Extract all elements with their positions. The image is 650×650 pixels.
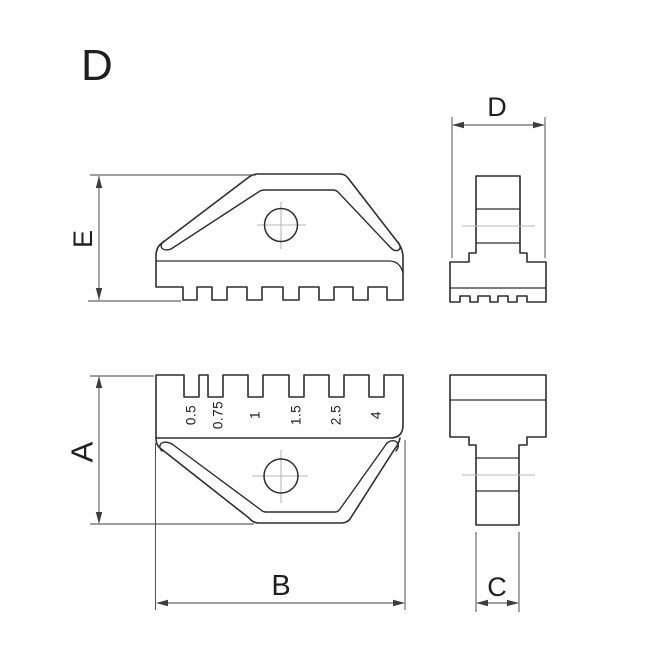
upper-die-chamfer-cap-left [160, 240, 172, 251]
size-label-1: 1 [248, 411, 263, 419]
groove-size-labels: 0.5 0.75 1 1.5 2.5 4 [184, 401, 384, 429]
lower-die-chamfer-line [171, 442, 388, 513]
arrowhead-left-icon [452, 121, 464, 129]
arrowhead-right-icon [533, 121, 545, 129]
bolt-hole [263, 207, 299, 243]
lower-die-front-view: 0.5 0.75 1 1.5 2.5 4 [155, 374, 404, 524]
size-label-0-5: 0.5 [184, 405, 199, 425]
arrowhead-down-icon [95, 512, 103, 524]
lower-die-side-outline [449, 374, 547, 526]
dimension-D: D [451, 92, 546, 258]
bolt-hole [263, 458, 299, 494]
lower-die-band-outline [155, 374, 404, 439]
arrowhead-down-icon [95, 288, 103, 300]
lower-die-vblock-outline [155, 437, 401, 524]
dim-label-E: E [68, 230, 98, 248]
upper-die-side-view [449, 175, 547, 303]
lower-die-chamfer-cap-left [159, 441, 173, 452]
dimension-C: C [475, 532, 520, 612]
upper-die-band-line [155, 260, 404, 274]
arrowhead-left-icon [476, 599, 488, 607]
size-label-4: 4 [369, 411, 384, 419]
arrowhead-left-icon [156, 599, 168, 607]
arrowhead-up-icon [95, 376, 103, 388]
upper-die-chamfer-cap-right [389, 241, 401, 252]
size-label-0-75: 0.75 [211, 401, 226, 429]
dim-label-B: B [271, 570, 290, 602]
size-label-1-5: 1.5 [289, 405, 304, 425]
dim-label-C: C [487, 572, 507, 602]
dimension-A: A [65, 375, 254, 525]
lower-die-side-view [449, 374, 547, 526]
upper-die-front-view [155, 173, 404, 301]
upper-die-front-outline [155, 173, 404, 301]
dim-label-D: D [487, 92, 507, 122]
arrowhead-right-icon [507, 599, 519, 607]
arrowhead-up-icon [95, 176, 103, 188]
upper-die-chamfer-line [170, 189, 391, 250]
dimension-E: E [68, 174, 256, 302]
dim-label-A: A [65, 441, 100, 462]
size-label-2-5: 2.5 [329, 405, 344, 425]
dimension-B: B [155, 440, 406, 610]
upper-die-side-outline [449, 175, 547, 303]
lower-die-chamfer-cap-right [386, 440, 399, 452]
arrowhead-right-icon [393, 599, 405, 607]
sheet-title: D [81, 41, 113, 90]
